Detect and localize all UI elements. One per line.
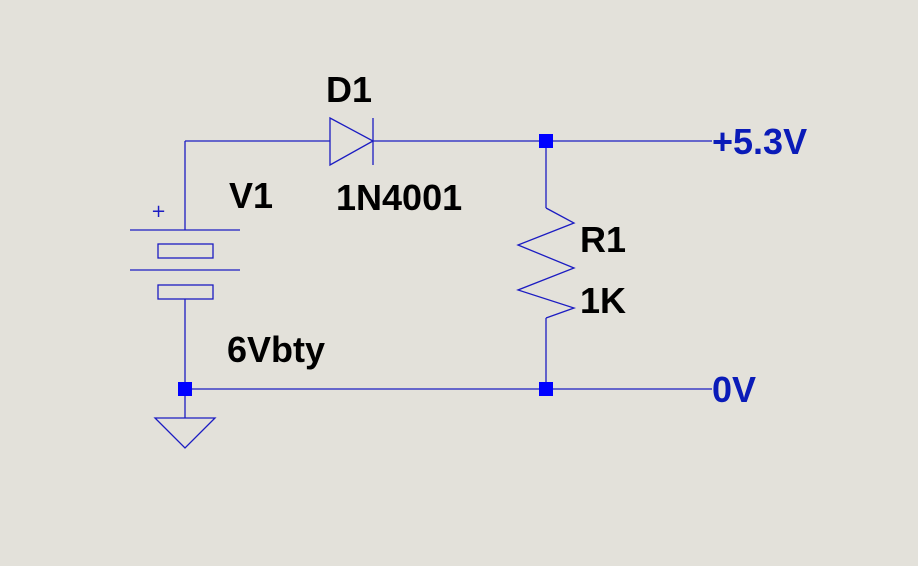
diode-symbol[interactable] [329,116,375,167]
junction-output-node[interactable] [539,134,553,148]
junctions [178,134,553,396]
resistor-ref-label[interactable]: R1 [580,219,626,260]
battery-symbol[interactable] [130,229,240,300]
battery-value-label[interactable]: 6Vbty [227,329,325,370]
junction-resistor-ground[interactable] [539,382,553,396]
battery-polarity-mark: + [151,201,166,222]
resistor-value-label[interactable]: 1K [580,280,626,321]
diode-ref-label[interactable]: D1 [326,69,372,110]
net-label-output[interactable]: +5.3V [712,121,807,162]
diode-value-label[interactable]: 1N4001 [336,177,462,218]
wires [184,140,712,418]
ground-symbol[interactable] [153,417,217,449]
net-label-ground[interactable]: 0V [712,369,756,410]
battery-ref-label[interactable]: V1 [229,175,273,216]
junction-battery-ground[interactable] [178,382,192,396]
resistor-symbol[interactable] [516,207,577,319]
